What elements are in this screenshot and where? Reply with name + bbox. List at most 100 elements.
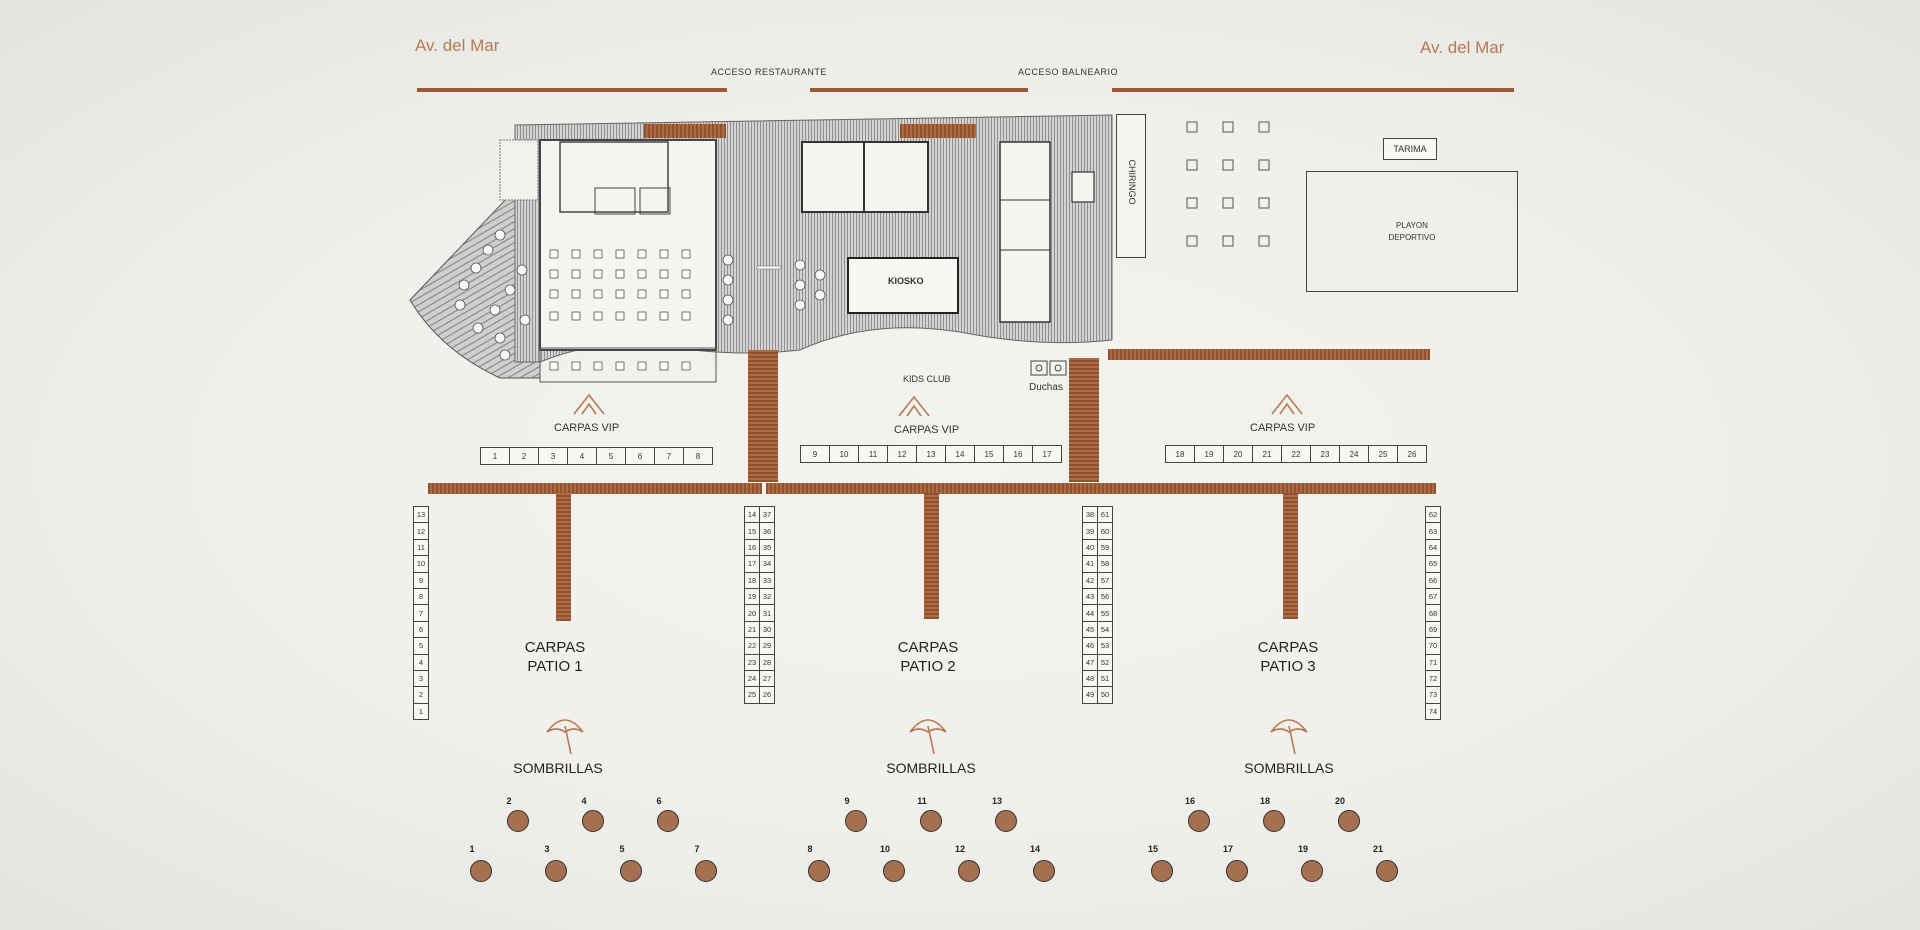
tent-50[interactable]: 50: [1097, 687, 1112, 703]
sombrilla-4[interactable]: [582, 810, 604, 832]
vip-tent-15[interactable]: 15: [975, 446, 1004, 462]
tent-64[interactable]: 64: [1428, 542, 1438, 552]
tent-37[interactable]: 37: [759, 507, 774, 523]
tent-73[interactable]: 73: [1428, 690, 1438, 700]
tent-26[interactable]: 26: [759, 687, 774, 703]
vip-tent-10[interactable]: 10: [830, 446, 859, 462]
tent-32[interactable]: 32: [759, 588, 774, 605]
tent-23[interactable]: 23: [747, 657, 757, 667]
vip-tent-19[interactable]: 19: [1195, 446, 1224, 462]
tent-65[interactable]: 65: [1428, 559, 1438, 569]
vip-tent-8[interactable]: 8: [695, 451, 701, 461]
tent-40[interactable]: 40: [1085, 542, 1095, 552]
tent-46[interactable]: 46: [1085, 641, 1095, 651]
tent-45[interactable]: 45: [1085, 624, 1095, 634]
sombrilla-10[interactable]: [883, 860, 905, 882]
vip-tent-12[interactable]: 12: [888, 446, 917, 462]
tent-3[interactable]: 3: [418, 674, 424, 684]
sombrilla-15[interactable]: [1151, 860, 1173, 882]
tent-8[interactable]: 8: [418, 592, 424, 602]
sombrilla-21[interactable]: [1376, 860, 1398, 882]
tent-17[interactable]: 17: [747, 559, 757, 569]
tent-61[interactable]: 61: [1097, 507, 1112, 523]
vip-tent-14[interactable]: 14: [946, 446, 975, 462]
tent-60[interactable]: 60: [1097, 523, 1112, 539]
tent-63[interactable]: 63: [1428, 526, 1438, 536]
tent-69[interactable]: 69: [1428, 624, 1438, 634]
sombrilla-17[interactable]: [1226, 860, 1248, 882]
tent-28[interactable]: 28: [759, 654, 774, 670]
sombrilla-20[interactable]: [1338, 810, 1360, 832]
sombrilla-16[interactable]: [1188, 810, 1210, 832]
vip-tent-2[interactable]: 2: [510, 448, 539, 464]
vip-tent-5[interactable]: 5: [597, 448, 626, 464]
tent-13[interactable]: 13: [416, 510, 426, 520]
sombrilla-8[interactable]: [808, 860, 830, 882]
tent-12[interactable]: 12: [416, 526, 426, 536]
tent-22[interactable]: 22: [747, 641, 757, 651]
sombrilla-3[interactable]: [545, 860, 567, 882]
vip-tent-21[interactable]: 21: [1253, 446, 1282, 462]
vip-tent-9[interactable]: 9: [801, 446, 830, 462]
sombrilla-19[interactable]: [1301, 860, 1323, 882]
tent-44[interactable]: 44: [1085, 608, 1095, 618]
tent-68[interactable]: 68: [1428, 608, 1438, 618]
tent-49[interactable]: 49: [1085, 690, 1095, 700]
tent-20[interactable]: 20: [747, 608, 757, 618]
vip-tent-26[interactable]: 26: [1407, 449, 1417, 459]
tent-33[interactable]: 33: [759, 572, 774, 588]
vip-tent-22[interactable]: 22: [1282, 446, 1311, 462]
tent-15[interactable]: 15: [747, 526, 757, 536]
tent-66[interactable]: 66: [1428, 575, 1438, 585]
tent-2[interactable]: 2: [418, 690, 424, 700]
tent-52[interactable]: 52: [1097, 654, 1112, 670]
tent-58[interactable]: 58: [1097, 556, 1112, 572]
sombrilla-1[interactable]: [470, 860, 492, 882]
vip-tent-13[interactable]: 13: [917, 446, 946, 462]
sombrilla-12[interactable]: [958, 860, 980, 882]
tent-55[interactable]: 55: [1097, 605, 1112, 621]
sombrilla-18[interactable]: [1263, 810, 1285, 832]
tent-31[interactable]: 31: [759, 605, 774, 621]
sombrilla-9[interactable]: [845, 810, 867, 832]
tent-14[interactable]: 14: [747, 510, 757, 520]
vip-tent-18[interactable]: 18: [1166, 446, 1195, 462]
tent-18[interactable]: 18: [747, 575, 757, 585]
tent-29[interactable]: 29: [759, 638, 774, 654]
tent-70[interactable]: 70: [1428, 641, 1438, 651]
tent-9[interactable]: 9: [418, 575, 424, 585]
tent-47[interactable]: 47: [1085, 657, 1095, 667]
tent-51[interactable]: 51: [1097, 670, 1112, 687]
vip-tent-1[interactable]: 1: [481, 448, 510, 464]
tent-30[interactable]: 30: [759, 621, 774, 638]
sombrilla-14[interactable]: [1033, 860, 1055, 882]
tent-27[interactable]: 27: [759, 670, 774, 687]
vip-tent-20[interactable]: 20: [1224, 446, 1253, 462]
sombrilla-6[interactable]: [657, 810, 679, 832]
tent-59[interactable]: 59: [1097, 539, 1112, 556]
tent-36[interactable]: 36: [759, 523, 774, 539]
tent-21[interactable]: 21: [747, 624, 757, 634]
tent-72[interactable]: 72: [1428, 674, 1438, 684]
vip-tent-6[interactable]: 6: [626, 448, 655, 464]
tent-56[interactable]: 56: [1097, 588, 1112, 605]
sombrilla-11[interactable]: [920, 810, 942, 832]
tent-25[interactable]: 25: [747, 690, 757, 700]
vip-tent-7[interactable]: 7: [655, 448, 684, 464]
tent-16[interactable]: 16: [747, 542, 757, 552]
tent-7[interactable]: 7: [418, 608, 424, 618]
vip-tent-16[interactable]: 16: [1004, 446, 1033, 462]
tent-24[interactable]: 24: [747, 674, 757, 684]
tent-57[interactable]: 57: [1097, 572, 1112, 588]
sombrilla-7[interactable]: [695, 860, 717, 882]
vip-tent-3[interactable]: 3: [539, 448, 568, 464]
tent-48[interactable]: 48: [1085, 674, 1095, 684]
vip-tent-24[interactable]: 24: [1340, 446, 1369, 462]
tent-42[interactable]: 42: [1085, 575, 1095, 585]
tent-6[interactable]: 6: [418, 624, 424, 634]
tent-10[interactable]: 10: [416, 559, 426, 569]
sombrilla-2[interactable]: [507, 810, 529, 832]
tent-19[interactable]: 19: [747, 592, 757, 602]
tent-35[interactable]: 35: [759, 539, 774, 556]
tent-38[interactable]: 38: [1085, 510, 1095, 520]
